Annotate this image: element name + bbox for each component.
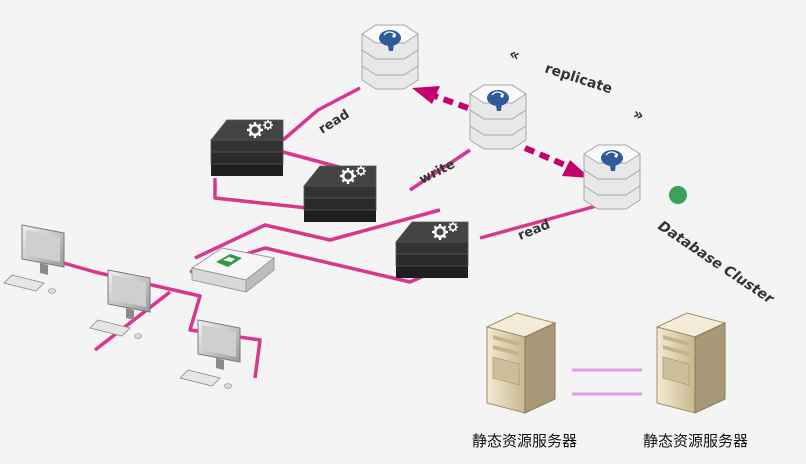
app-link-1 (213, 178, 346, 214)
postgresql-elephant-icon (601, 150, 623, 171)
postgresql-elephant-icon (487, 90, 509, 111)
app-server-3 (395, 221, 469, 278)
read-link-bottom (479, 203, 601, 240)
read-link-top (281, 86, 361, 142)
static-server-right-caption: 静态资源服务器 (643, 432, 748, 450)
chevron-right-icon: » (631, 104, 647, 125)
static-server-right (655, 312, 727, 414)
static-server-left (485, 312, 557, 414)
write-label: write (417, 157, 458, 188)
lb-link-2 (194, 208, 441, 260)
tower-server-icon (485, 312, 557, 414)
replicate-label: replicate (543, 61, 614, 98)
read-label-bottom: read (516, 217, 553, 243)
app-server-2 (303, 165, 377, 222)
cluster-dot (669, 186, 687, 204)
client-computer-3 (179, 319, 241, 389)
replication-arrows (412, 86, 590, 178)
chevron-left-icon: « (507, 44, 523, 65)
client-computer-1 (3, 224, 65, 294)
database-node-3 (583, 144, 641, 210)
desktop-computer-icon (89, 269, 151, 339)
desktop-computer-icon (179, 319, 241, 389)
desktop-computer-icon (3, 224, 65, 294)
tower-server-icon (655, 312, 727, 414)
client-computer-2 (89, 269, 151, 339)
read-label-top: read (316, 107, 352, 137)
write-link (409, 148, 471, 192)
client-link (59, 260, 262, 379)
database-cluster-label: Database Cluster (655, 218, 777, 308)
load-balancer (190, 247, 276, 294)
replicate-label-group: « replicate » (507, 44, 647, 125)
database-node-1 (361, 24, 419, 90)
static-servers-link (572, 368, 642, 396)
load-balancer-icon (216, 254, 242, 267)
database-node-2 (469, 84, 527, 150)
app-server-1 (210, 119, 284, 176)
client-link-2 (93, 290, 172, 352)
static-server-left-caption: 静态资源服务器 (472, 432, 577, 450)
postgresql-elephant-icon (379, 30, 401, 51)
